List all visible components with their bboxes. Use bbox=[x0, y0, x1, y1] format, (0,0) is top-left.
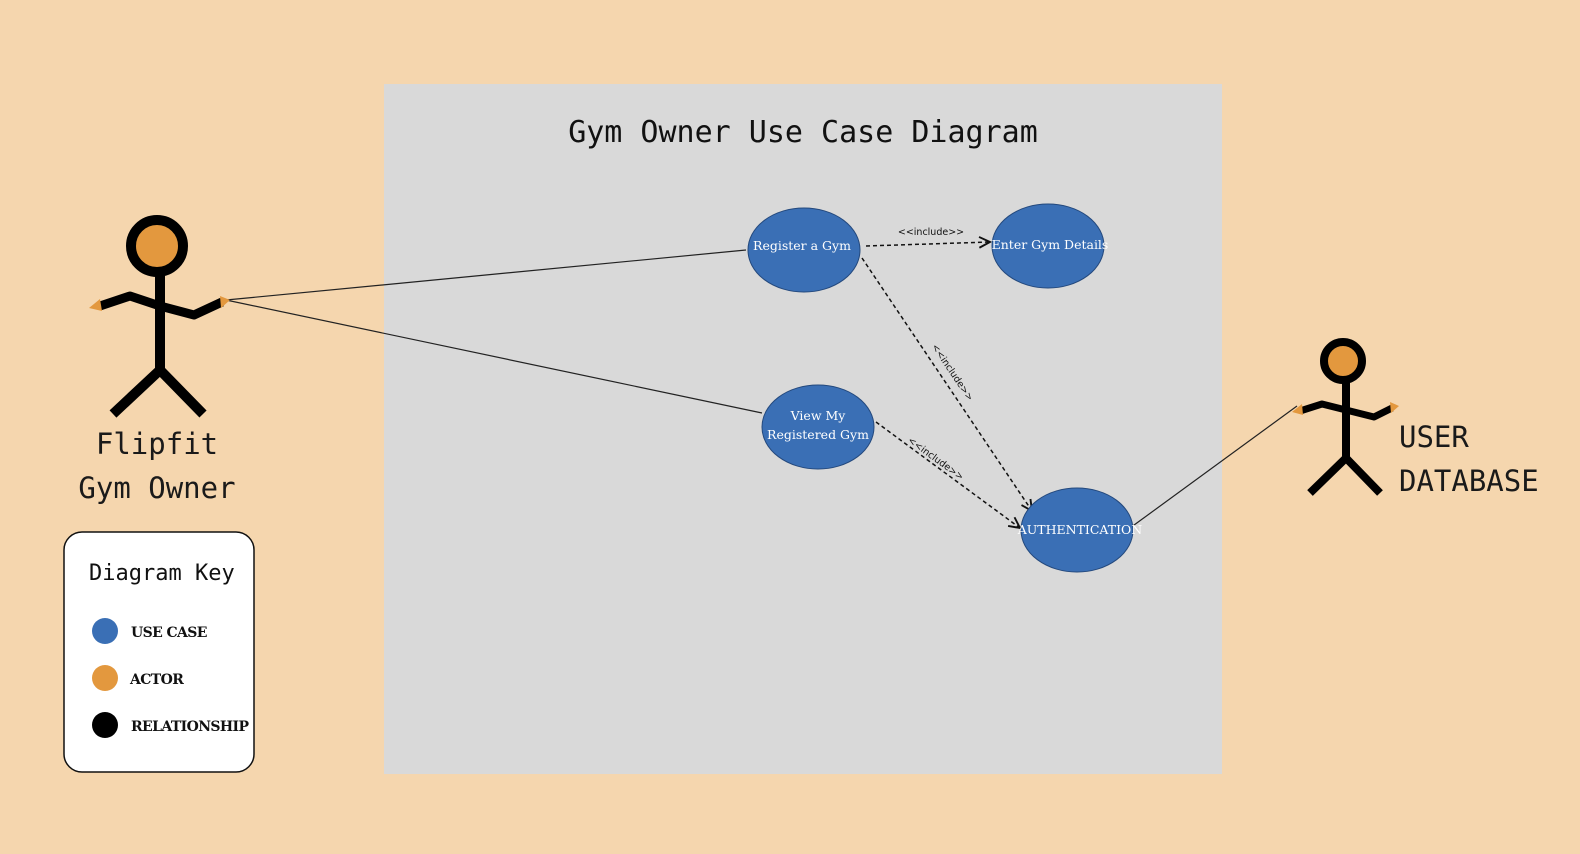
use-case-view-registered-gym[interactable]: View My Registered Gym bbox=[761, 384, 875, 470]
actor-user-database-head bbox=[1320, 338, 1366, 384]
diagram-key-box bbox=[63, 531, 255, 773]
diagram-key: Diagram Key USE CASE ACTOR RELATIONSHIP bbox=[63, 531, 255, 773]
use-case-view-gym-line2: Registered Gym bbox=[767, 427, 869, 442]
include-register-auth bbox=[861, 257, 1032, 511]
actor-gym-owner[interactable] bbox=[89, 215, 230, 418]
actor-user-database[interactable] bbox=[1292, 338, 1399, 496]
diagram-key-title: Diagram Key bbox=[89, 561, 235, 586]
include-view-auth bbox=[875, 421, 1020, 528]
include-label-details: <<include>> bbox=[898, 227, 964, 238]
system-title: Gym Owner Use Case Diagram bbox=[568, 115, 1038, 150]
actor-gym-owner-label-line1: Flipfit bbox=[96, 427, 218, 461]
actor-user-database-label-line2: DATABASE bbox=[1399, 464, 1539, 498]
association-owner-register bbox=[225, 249, 747, 301]
association-owner-view bbox=[225, 299, 763, 414]
use-case-enter-gym-details[interactable]: Enter Gym Details bbox=[991, 203, 1109, 289]
use-case-view-gym-line1: View My bbox=[790, 408, 847, 423]
actor-gym-owner-head bbox=[126, 215, 188, 277]
key-use-case-label: USE CASE bbox=[131, 625, 207, 641]
key-relationship-label: RELATIONSHIP bbox=[131, 719, 249, 735]
key-use-case-swatch bbox=[92, 618, 118, 644]
use-case-authentication[interactable]: AUTHENTICATION bbox=[1017, 487, 1143, 573]
use-case-enter-gym-details-label: Enter Gym Details bbox=[992, 237, 1109, 252]
key-relationship-swatch bbox=[92, 712, 118, 738]
use-case-authentication-label: AUTHENTICATION bbox=[1017, 522, 1143, 537]
key-actor-label: ACTOR bbox=[129, 672, 184, 688]
association-auth-database bbox=[1129, 405, 1298, 529]
actor-gym-owner-label-line2: Gym Owner bbox=[78, 471, 235, 505]
key-actor-swatch bbox=[92, 665, 118, 691]
use-case-register-gym[interactable]: Register a Gym bbox=[747, 207, 861, 293]
use-case-register-gym-label: Register a Gym bbox=[753, 238, 851, 253]
actor-user-database-label-line1: USER bbox=[1399, 420, 1469, 454]
